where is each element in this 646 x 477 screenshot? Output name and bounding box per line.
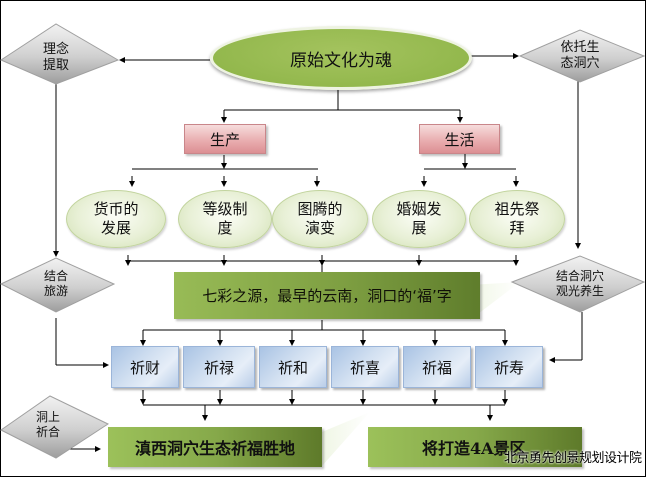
blessing-label: 祈喜: [349, 358, 380, 377]
diamond-concept-extraction: [0, 23, 120, 85]
blessing-wealth: 祈财: [111, 346, 179, 388]
label-line: 货币的: [93, 200, 139, 218]
blessing-label: 祈财: [129, 358, 160, 377]
label-line: 度: [217, 219, 233, 237]
label-line: 结合: [43, 269, 68, 283]
blessing-fortune: 祈福: [403, 346, 471, 388]
diamond-cave-ecology: [518, 29, 646, 83]
category-life: 生活: [419, 124, 500, 154]
theme-bar: 七彩之源，最早的云南，洞口的‘福’字: [174, 272, 480, 319]
category-label: 生活: [444, 130, 475, 149]
diamond-label-concept: 理念提取: [26, 40, 86, 76]
topic-ancestor: 祖先祭拜: [469, 190, 565, 248]
blessing-label: 祈禄: [203, 358, 234, 377]
diamond-cave-wellness: [510, 255, 646, 313]
root-node: 原始文化为魂: [210, 26, 472, 90]
topic-totem: 图腾的演变: [272, 190, 368, 248]
label-line: 观光养生: [555, 284, 604, 298]
label-line: 拜: [509, 219, 525, 237]
label-line: 洞上: [35, 410, 60, 424]
label-line: 展: [411, 219, 427, 237]
outcome-label: 将打造4A景区: [422, 439, 526, 458]
topic-hierarchy: 等级制度: [178, 190, 272, 248]
outcome-blessing-destination: 滇西洞穴生态祈福胜地: [108, 427, 322, 467]
diamond-tourism: [0, 257, 116, 313]
label-line: 依托生: [560, 40, 600, 55]
label-line: 发展: [100, 219, 131, 237]
label-line: 祖先祭: [494, 200, 540, 218]
outcome-4a-scenic: 将打造4A景区: [368, 427, 582, 467]
label-line: 态洞穴: [560, 56, 600, 71]
blessing-longevity: 祈寿: [475, 346, 543, 388]
label-line: 结合洞穴: [555, 269, 604, 283]
diamond-label-ecology: 依托生态洞穴: [548, 38, 612, 74]
topic-marriage: 婚姻发展: [372, 190, 466, 248]
label-line: 图腾的: [297, 200, 343, 218]
blessing-harmony: 祈和: [259, 346, 327, 388]
blessing-label: 祈寿: [493, 358, 524, 377]
label-line: 旅游: [43, 284, 68, 298]
decor-triangle: [470, 282, 520, 320]
label-line: 等级制: [202, 200, 248, 218]
blessing-label: 祈和: [277, 358, 308, 377]
category-production: 生产: [184, 124, 266, 154]
theme-label: 七彩之源，最早的云南，洞口的‘福’字: [202, 287, 452, 305]
topic-currency: 货币的发展: [66, 190, 166, 248]
label-line: 婚姻发: [396, 200, 442, 218]
label-line: 祈合: [35, 425, 60, 439]
blessing-label: 祈福: [421, 358, 452, 377]
blessing-prosperity: 祈禄: [183, 346, 255, 388]
watermark: 北京勇先创景规划设计院: [504, 451, 642, 466]
diamond-label-blessing: 洞上祈合: [22, 408, 74, 442]
diamond-cave-blessing: [0, 395, 110, 459]
outcome-label: 滇西洞穴生态祈福胜地: [134, 439, 295, 458]
diamond-label-tourism: 结合旅游: [26, 268, 86, 300]
decor-triangle: [322, 412, 370, 466]
blessing-joy: 祈喜: [331, 346, 399, 388]
label-line: 演变: [304, 219, 335, 237]
category-label: 生产: [209, 130, 240, 149]
label-line: 提取: [42, 58, 69, 73]
diamond-label-wellness: 结合洞穴观光养生: [544, 268, 616, 300]
root-label: 原始文化为魂: [290, 50, 392, 71]
label-line: 理念: [42, 42, 69, 57]
